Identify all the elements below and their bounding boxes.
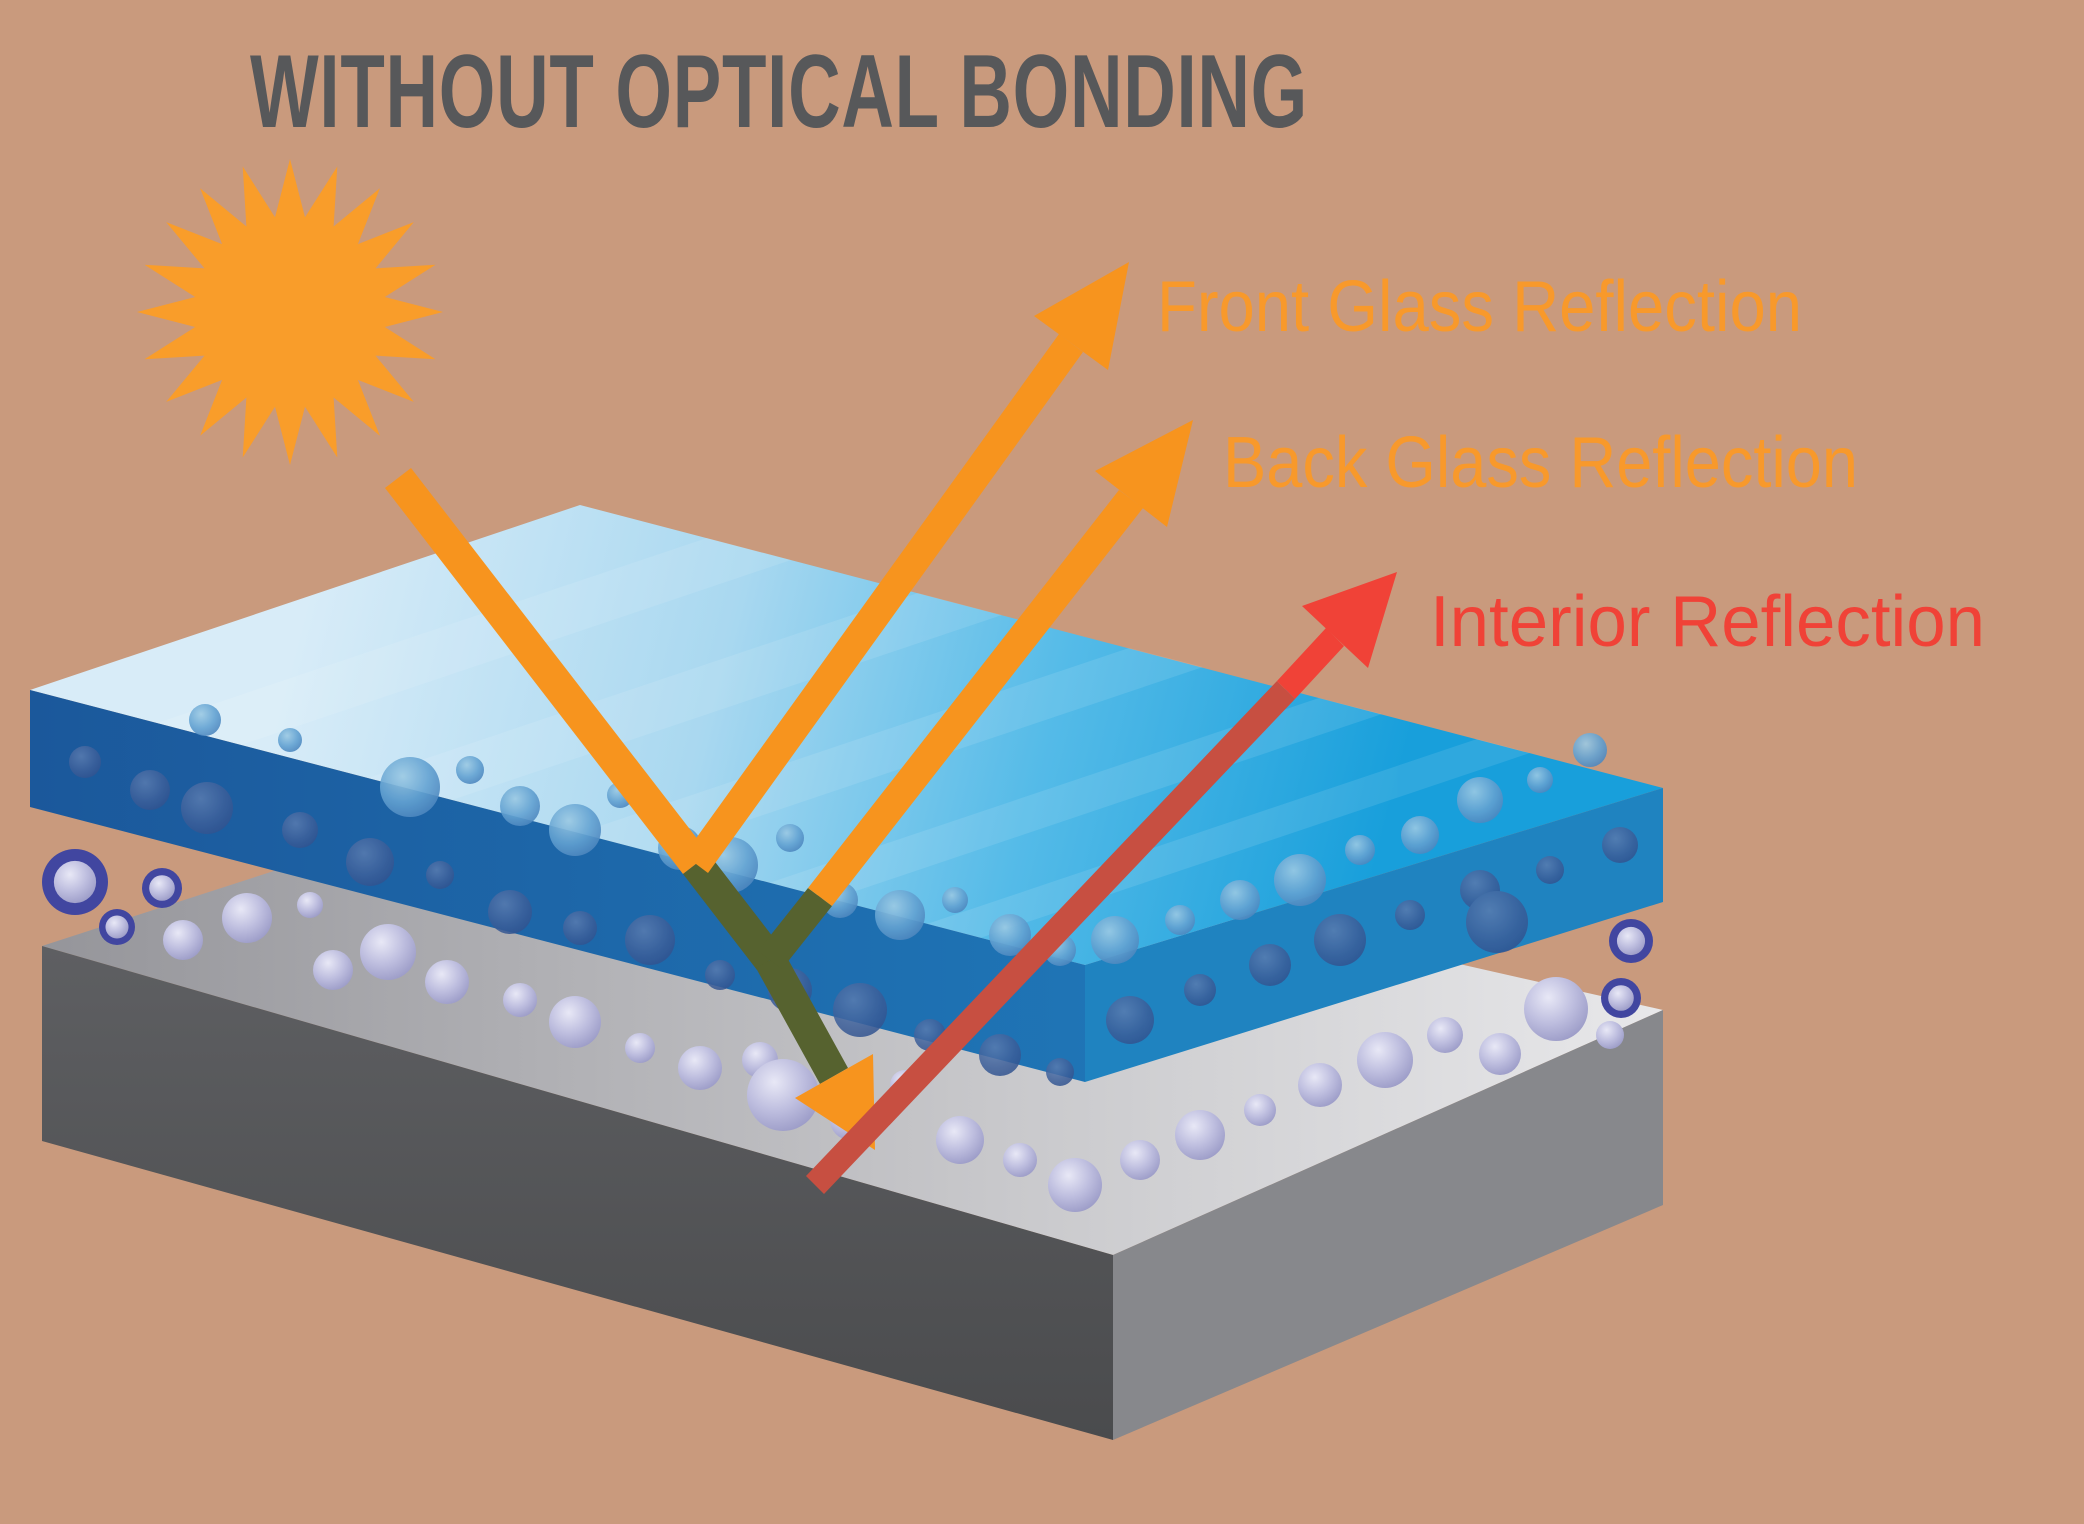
glass-front-face <box>30 690 1085 1082</box>
front-reflection-label: Front Glass Reflection <box>1157 267 1802 347</box>
bubble <box>1602 827 1638 863</box>
bubble <box>1466 891 1528 953</box>
bubble <box>163 920 203 960</box>
bubble <box>181 782 233 834</box>
back-reflection-in-glass <box>758 888 832 969</box>
bubble <box>678 1046 722 1090</box>
transmitted-ray-in-glass <box>756 952 848 1084</box>
bubble <box>278 728 302 752</box>
bubble <box>282 812 318 848</box>
bubble <box>1527 767 1553 793</box>
bubble <box>1165 905 1195 935</box>
bubble <box>1479 1033 1521 1075</box>
interior-reflection-label: Interior Reflection <box>1430 582 1985 662</box>
bubble <box>549 804 601 856</box>
back-reflection-label: Back Glass Reflection <box>1223 423 1858 503</box>
bubble <box>488 890 532 934</box>
bubble <box>360 924 416 980</box>
bubble <box>1249 944 1291 986</box>
page-title: WITHOUT OPTICAL BONDING <box>250 34 1308 150</box>
bubble <box>1401 816 1439 854</box>
bubble <box>1274 854 1326 906</box>
sun-icon <box>137 159 443 465</box>
bubble <box>130 770 170 810</box>
bubble <box>625 1033 655 1063</box>
interior-reflection-arrowhead <box>1302 572 1397 668</box>
bubble <box>1046 1058 1074 1086</box>
bubble <box>1184 974 1216 1006</box>
bubble <box>346 838 394 886</box>
bubble <box>1175 1110 1225 1160</box>
front-reflection-shaft <box>684 334 1083 873</box>
front-reflection-arrowhead <box>1034 262 1129 370</box>
bubble <box>425 960 469 1004</box>
bubble <box>875 890 925 940</box>
interior-reflection-arrow <box>806 572 1397 1194</box>
bubble <box>1427 1017 1463 1053</box>
bubble <box>1536 856 1564 884</box>
bubble <box>69 746 101 778</box>
bubble <box>705 960 735 990</box>
bubble <box>942 887 968 913</box>
back-reflection-arrowhead <box>1095 420 1193 527</box>
interior-reflection-shaft <box>1277 628 1344 699</box>
bubble <box>979 1034 1021 1076</box>
bubble <box>1395 900 1425 930</box>
bubble <box>989 914 1031 956</box>
bubble <box>747 1059 819 1131</box>
bubble <box>1314 914 1366 966</box>
bubble <box>105 915 129 939</box>
bubble <box>1106 996 1154 1044</box>
bubble <box>1003 1143 1037 1177</box>
bubble <box>1616 926 1646 956</box>
bubble <box>1120 1140 1160 1180</box>
bubble <box>1573 733 1607 767</box>
bubble <box>1357 1032 1413 1088</box>
bubble <box>1596 1021 1624 1049</box>
bubble <box>222 893 272 943</box>
bubble <box>833 983 887 1037</box>
display-front-face <box>42 946 1113 1440</box>
bubble <box>53 860 97 904</box>
interior-reflection-in-glass <box>806 681 1295 1194</box>
bubble <box>456 756 484 784</box>
bubble <box>1345 835 1375 865</box>
bubble <box>625 915 675 965</box>
bubble <box>1244 1094 1276 1126</box>
bubble <box>380 757 440 817</box>
bubble <box>426 861 454 889</box>
bubble <box>936 1116 984 1164</box>
bubble <box>1048 1158 1102 1212</box>
bubble <box>297 892 323 918</box>
bubble <box>776 824 804 852</box>
bubble <box>549 996 601 1048</box>
glass-right-face <box>1085 788 1663 1082</box>
bubble <box>149 875 175 901</box>
bubble <box>313 950 353 990</box>
bubble <box>1457 777 1503 823</box>
bubble <box>189 704 221 736</box>
bubble <box>1220 880 1260 920</box>
incident-ray-shaft <box>385 468 709 874</box>
bubble <box>1524 977 1588 1041</box>
display-right-face <box>1113 1010 1663 1440</box>
back-glass-reflection-arrow <box>758 420 1193 969</box>
bubble <box>1298 1063 1342 1107</box>
bubble <box>500 786 540 826</box>
bubble <box>1608 985 1634 1011</box>
glass-top-face <box>30 505 1663 965</box>
front-glass-reflection-arrow <box>684 262 1129 873</box>
bubble <box>1091 916 1139 964</box>
bubble <box>563 911 597 945</box>
back-reflection-shaft <box>808 490 1143 906</box>
bubble <box>503 983 537 1017</box>
incident-ray-in-glass <box>683 854 783 970</box>
